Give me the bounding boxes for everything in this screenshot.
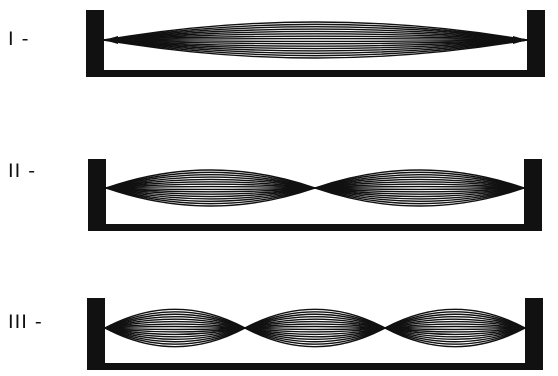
left-post <box>88 159 106 231</box>
right-post <box>524 159 542 231</box>
panel-2 <box>88 159 542 231</box>
right-post <box>527 10 545 77</box>
panel-3 <box>87 298 543 370</box>
wave-loop <box>104 22 527 58</box>
string-line <box>104 40 527 41</box>
node-wedge <box>104 36 118 44</box>
left-post <box>86 10 104 77</box>
base-bar <box>88 224 542 231</box>
wave-loop <box>315 170 524 206</box>
string-line <box>105 327 245 328</box>
panel-1 <box>86 10 545 77</box>
base-bar <box>87 363 543 370</box>
string-line <box>385 328 525 329</box>
string-line <box>104 39 527 40</box>
string-line <box>315 187 524 188</box>
left-post <box>87 298 105 370</box>
string-line <box>315 188 524 189</box>
wave-loop <box>106 170 315 206</box>
base-bar <box>86 70 545 77</box>
string-line <box>245 327 385 328</box>
wave-loop <box>245 309 385 346</box>
wave-loop <box>105 309 245 346</box>
right-post <box>525 298 543 370</box>
string-line <box>106 187 315 188</box>
string-line <box>245 328 385 329</box>
wave-loop <box>385 309 525 346</box>
string-line <box>385 327 525 328</box>
string-line <box>105 328 245 329</box>
string-line <box>106 188 315 189</box>
node-wedge <box>513 36 527 44</box>
